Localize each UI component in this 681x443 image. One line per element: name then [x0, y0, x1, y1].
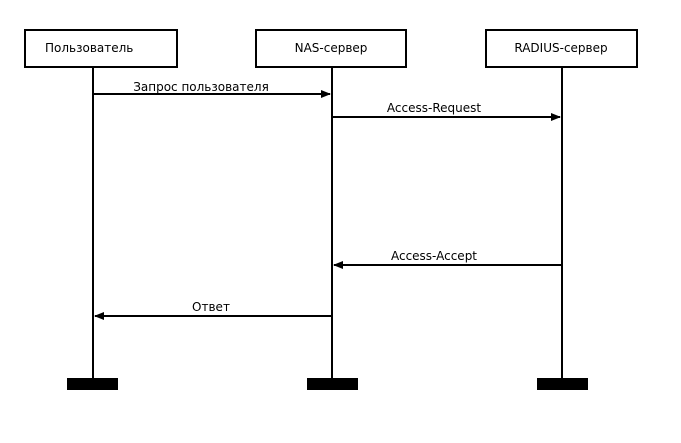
participant-nas: NAS-сервер — [255, 29, 407, 390]
message-access-request: Access-Request — [332, 101, 561, 121]
lifeline-user-terminator — [67, 378, 118, 390]
lifeline-nas-terminator — [307, 378, 358, 390]
message-access-request-label: Access-Request — [387, 101, 481, 115]
participant-nas-label: NAS-сервер — [295, 41, 368, 55]
participant-user: Пользователь — [24, 29, 178, 390]
message-response-label: Ответ — [192, 300, 230, 314]
participant-radius: RADIUS-сервер — [485, 29, 638, 390]
message-access-accept: Access-Accept — [333, 249, 562, 269]
message-user-request-label: Запрос пользователя — [133, 80, 269, 94]
message-response: Ответ — [94, 300, 332, 320]
participant-user-label: Пользователь — [45, 41, 133, 55]
participant-user-box — [24, 29, 178, 68]
participant-radius-label: RADIUS-сервер — [514, 41, 607, 55]
lifeline-radius-terminator — [537, 378, 588, 390]
message-user-request: Запрос пользователя — [93, 80, 331, 98]
message-access-accept-label: Access-Accept — [391, 249, 477, 263]
